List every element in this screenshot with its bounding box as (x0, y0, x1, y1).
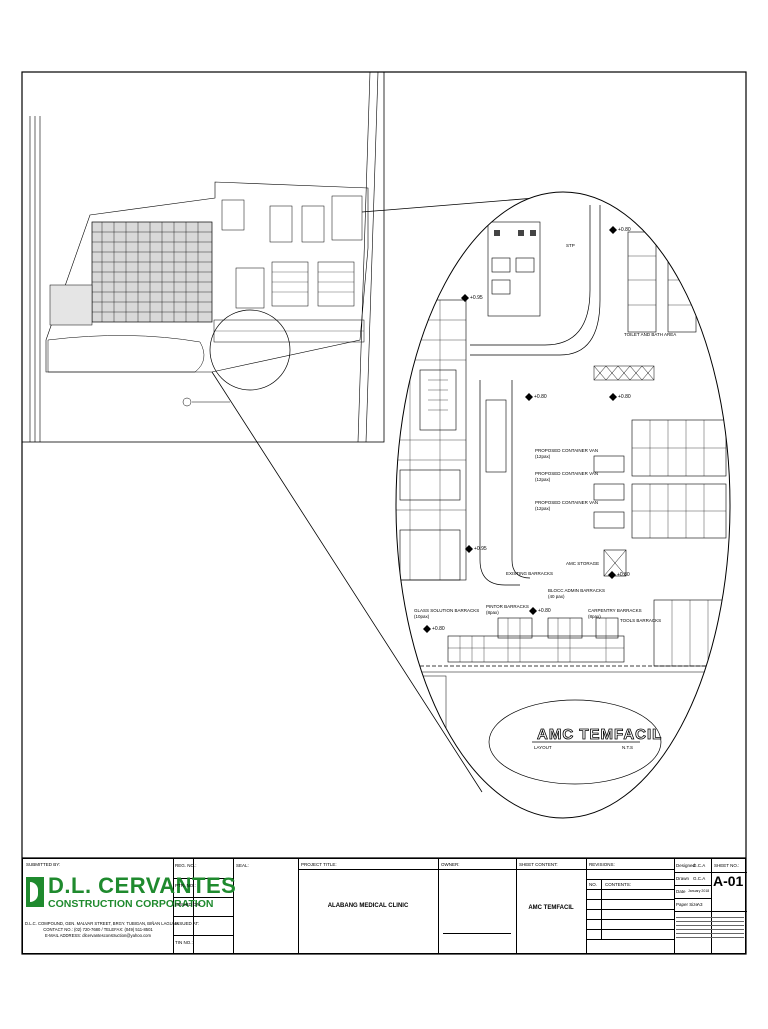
elevation-markers (423, 226, 617, 633)
callout-circle (395, 191, 731, 819)
company-email: E-MAIL ADDRESS: dlcervantesconstruction@… (44, 933, 152, 938)
drawn-value: G.C.A (693, 876, 706, 881)
logo-mark-icon (26, 877, 44, 907)
tin-no-label: TIN NO.: (175, 940, 193, 945)
company-name: D.L. CERVANTES (48, 873, 237, 898)
sheet-no-label: SHEET NO.: (714, 863, 740, 868)
project-title-label: PROJECT TITLE: (301, 862, 337, 867)
sheet-content-label: SHEET CONTENT: (519, 862, 558, 867)
date-label: Date (676, 889, 686, 894)
company-logo: D.L. CERVANTES CONSTRUCTION CORPORATION (26, 873, 236, 917)
elevation-4: +0.80 (618, 394, 631, 400)
elevation-7: +0.80 (538, 608, 551, 614)
label-amc-storage: AMC STORAGE (566, 561, 599, 566)
label-glass: GLASS SOLUTION BARRACKS (414, 608, 479, 613)
label-carpentry-cap: (8pax) (588, 614, 601, 619)
callout-sub-left: LAYOUT (534, 745, 552, 750)
paper-size-value: A3 (697, 902, 703, 907)
callout-leader-bottom (211, 371, 483, 793)
label-glass-cap: (10pax) (414, 614, 430, 619)
label-stp: STP (566, 243, 575, 248)
title-block: SUBMITTED BY: D.L. CERVANTES CONSTRUCTIO… (22, 858, 747, 954)
label-block-admin: BLOCC ADMIN BARRACKS (548, 588, 605, 593)
submitted-by-label: SUBMITTED BY: (26, 862, 61, 867)
elevation-5: +0.95 (474, 546, 487, 552)
elevation-3: +0.80 (534, 394, 547, 400)
elevation-6: +0.80 (617, 572, 630, 578)
label-block-admin-cap: (40 pax) (548, 594, 565, 599)
company-subtitle: CONSTRUCTION CORPORATION (48, 898, 214, 910)
seal-label: SEAL: (236, 863, 249, 868)
owner-label: OWNER: (441, 862, 460, 867)
paper-size-label: Paper Size (676, 902, 699, 907)
enlarged-plan: STP TOILET AND BATH AREA PROPOSED CONTAI… (395, 191, 731, 819)
sheet-number: A-01 (713, 873, 744, 889)
company-contact: CONTACT NO.: (02) 720-7680 / TELEFAX: (0… (43, 927, 153, 932)
ptr-no-label: PTR. NO.: (175, 883, 196, 888)
label-toilet: TOILET AND BATH AREA (624, 332, 676, 337)
label-container-1: PROPOSED CONTAINER VAN (535, 448, 598, 453)
elevation-2: +0.95 (470, 295, 483, 301)
drawn-label: Drawn (676, 876, 690, 881)
issued-on-label: ISSUED ON: (175, 902, 202, 907)
elevation-1: +0.80 (618, 227, 631, 233)
designed-label: Designed (676, 863, 696, 868)
label-pintor-cap: (8pax) (486, 610, 499, 615)
designed-value: G.C.A (693, 863, 706, 868)
issued-at-label: ISSUED AT: (175, 921, 199, 926)
label-container-2-cap: (12pax) (535, 477, 551, 482)
key-plan (21, 71, 385, 443)
label-container-3: PROPOSED CONTAINER VAN (535, 500, 598, 505)
company-address: D.L.C. COMPOUND, GEN. MALVAR STREET, BRG… (25, 921, 179, 926)
label-container-1-cap: (12pax) (535, 454, 551, 459)
date-value: January 2018 (688, 889, 710, 893)
callout-title-ellipse (488, 699, 662, 785)
fine-print (676, 914, 744, 938)
revisions-label: REVISIONS: (589, 862, 615, 867)
label-tools: TOOLS BARRACKS (620, 618, 661, 623)
callout-leader-top (361, 195, 561, 213)
elevation-8: +0.80 (432, 626, 445, 632)
company-info: D.L.C. COMPOUND, GEN. MALVAR STREET, BRG… (25, 921, 179, 939)
callout-sub-right: N.T.S (622, 745, 633, 750)
revision-no-label: NO. (589, 882, 598, 887)
reg-no-label: REG. NO.: (175, 863, 197, 868)
label-container-2: PROPOSED CONTAINER VAN (535, 471, 598, 476)
label-pintor: PINTOR BARRACKS (486, 604, 529, 609)
label-carpentry: CARPENTRY BARRACKS (588, 608, 642, 613)
project-title: ALABANG MEDICAL CLINIC (327, 903, 409, 909)
label-existing-barracks: EXISTING BARRACKS (506, 571, 553, 576)
callout-title: AMC TEMFACIL (537, 726, 662, 743)
label-container-3-cap: (12pax) (535, 506, 551, 511)
sheet-content: AMC TEMFACIL (528, 905, 574, 911)
key-plan-callout-circle (209, 309, 291, 391)
revision-contents-label: CONTENTS: (605, 882, 632, 887)
